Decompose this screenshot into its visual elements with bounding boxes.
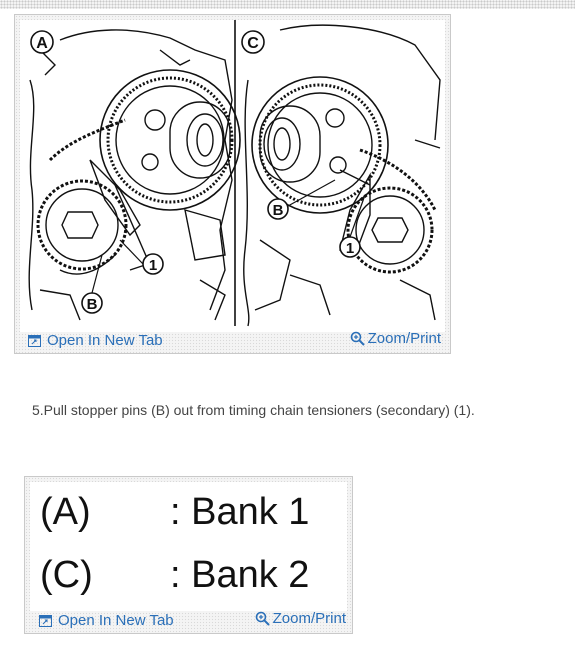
panel-c-label: C: [247, 35, 259, 52]
legend-key: (C): [40, 554, 93, 596]
legend-open-new-tab-link[interactable]: Open In New Tab: [39, 612, 174, 629]
figure-zoom-print-label: Zoom/Print: [367, 330, 441, 347]
figure-image[interactable]: A C B B 1 1: [20, 20, 445, 332]
legend-zoom-print-label: Zoom/Print: [272, 610, 346, 627]
figure-toolbar: Open In New Tab Zoom/Print: [15, 326, 450, 353]
legend-row: (A) : Bank 1: [40, 491, 340, 537]
open-new-tab-icon: [28, 334, 41, 347]
figure-open-new-tab-link[interactable]: Open In New Tab: [28, 332, 163, 349]
legend-zoom-print-link[interactable]: Zoom/Print: [255, 610, 346, 627]
timing-chain-illustration: A C B B 1 1: [28, 20, 441, 327]
legend-toolbar: Open In New Tab Zoom/Print: [25, 606, 352, 633]
legend-row: (C) : Bank 2: [40, 554, 340, 600]
top-strip: [0, 0, 575, 9]
legend-card: (A) : Bank 1 (C) : Bank 2 Open In New Ta…: [24, 476, 353, 634]
legend-value: : Bank 1: [170, 491, 310, 533]
step-instruction: 5.Pull stopper pins (B) out from timing …: [32, 402, 475, 418]
legend-value: : Bank 2: [170, 554, 310, 596]
legend-key: (A): [40, 491, 91, 533]
figure-open-new-tab-label: Open In New Tab: [47, 332, 163, 349]
open-new-tab-icon: [39, 614, 52, 627]
panel-a-label: A: [36, 35, 48, 52]
callout-1-left: 1: [149, 257, 157, 274]
callout-b-right: B: [273, 202, 284, 219]
legend-image[interactable]: (A) : Bank 1 (C) : Bank 2: [30, 482, 347, 611]
figure-zoom-print-link[interactable]: Zoom/Print: [350, 330, 441, 347]
zoom-magnifier-icon: [255, 611, 270, 626]
legend-open-new-tab-label: Open In New Tab: [58, 612, 174, 629]
callout-1-right: 1: [346, 240, 354, 257]
callout-b-left: B: [87, 296, 98, 313]
figure-card: A C B B 1 1 Open In New Tab: [14, 14, 451, 354]
zoom-magnifier-icon: [350, 331, 365, 346]
